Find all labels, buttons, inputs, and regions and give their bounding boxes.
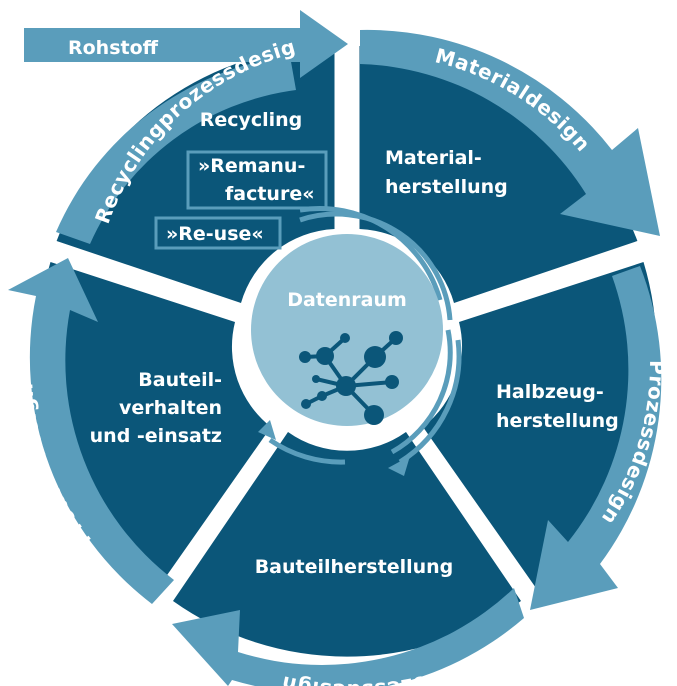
reuse-label: »Re-use«: [166, 223, 264, 245]
remanufacture-label: »Remanu-: [198, 155, 305, 177]
materialdesign-arrow: [360, 29, 660, 236]
remanufacture-label: facture«: [225, 183, 315, 205]
datenraum-hub: [251, 234, 443, 426]
segment-label-halbzeug: herstellung: [496, 410, 619, 432]
inner-ring-arc-4: [390, 329, 453, 455]
segment-materialherstellung: [359, 46, 638, 303]
segment-label-bauteilherstellung: Bauteilherstellung: [255, 556, 454, 578]
segment-recycling: [56, 46, 335, 303]
segment-label-material: herstellung: [385, 176, 508, 198]
data-network-icon: [299, 331, 403, 425]
segment-bauteilherstellung: [173, 432, 521, 657]
reuse-box: [154, 216, 282, 250]
segment-label-halbzeug: Halbzeug-: [496, 381, 604, 403]
segment-label-verhalten: verhalten: [119, 397, 222, 419]
inner-arrowhead-1: [388, 456, 410, 476]
inner-arrowhead-2: [258, 420, 276, 440]
segment-label-verhalten: Bauteil-: [138, 369, 222, 391]
produktdesign-arrow: [8, 258, 174, 604]
segment-label-recycling: Recycling: [200, 109, 303, 131]
prozessdesign-right-arrow: [530, 266, 662, 610]
segment-label-material: Material-: [385, 147, 482, 169]
segment-label-verhalten: und -einsatz: [90, 425, 222, 447]
outer-arrows: [8, 10, 662, 686]
prozessdesign-bottom-arrow: [172, 588, 524, 686]
inner-ring-arc-5: [268, 437, 346, 465]
datenraum-label: Datenraum: [287, 289, 407, 311]
rohstoff-label: Rohstoff: [68, 37, 159, 59]
remanufacture-box: [186, 150, 328, 210]
recyclingprozessdesign-arrow: [56, 56, 296, 244]
inner-ring-arc-2: [299, 211, 453, 321]
inner-ring-arc-3: [398, 339, 462, 465]
